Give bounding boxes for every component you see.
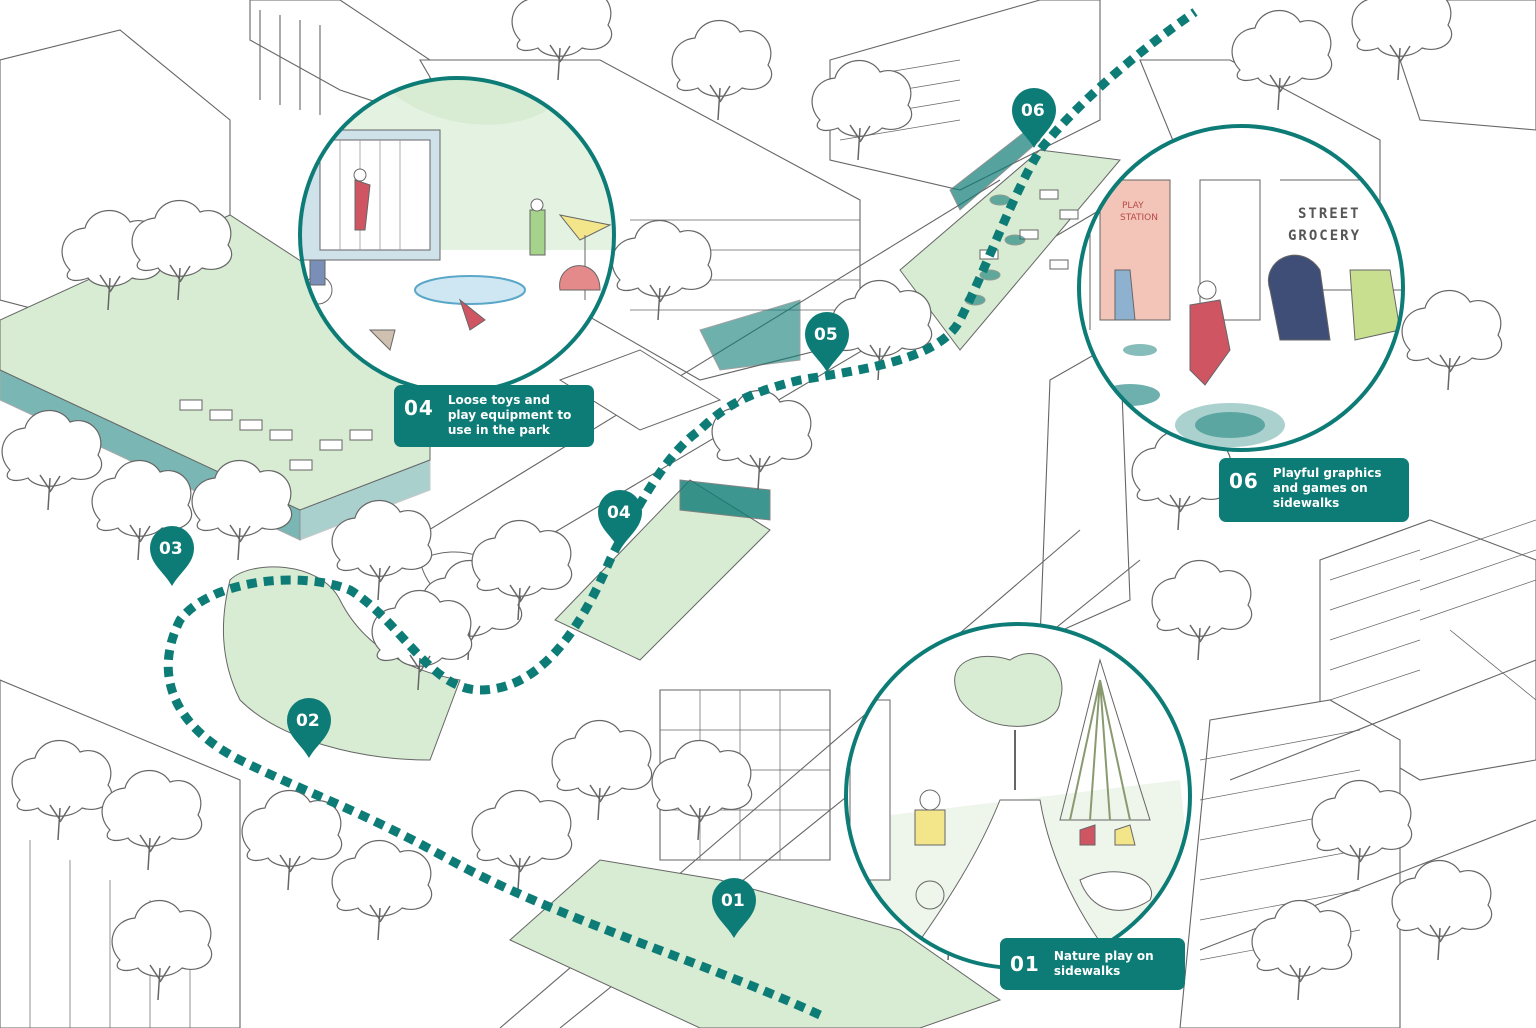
pin-06-label: 06	[1021, 101, 1045, 121]
play-station-sign-2: STATION	[1120, 213, 1158, 223]
play-route-path	[163, 8, 1198, 1020]
callout-01-number: 01	[1010, 952, 1040, 976]
pin-03: 03	[150, 526, 194, 586]
pin-01-label: 01	[721, 891, 745, 911]
callout-01-text: Nature play on sidewalks	[1053, 949, 1154, 978]
pin-02-label: 02	[296, 711, 320, 731]
pin-06: 06	[1012, 88, 1056, 148]
pin-04: 04	[598, 490, 642, 550]
street-sign-line-1: STREET	[1298, 206, 1361, 222]
callout-04: 04 Loose toys and play equipment to use …	[394, 385, 594, 447]
pin-05-label: 05	[814, 325, 838, 345]
pin-04-label: 04	[607, 503, 631, 523]
pin-01: 01	[712, 878, 756, 938]
callout-06: 06 Playful graphics and games on sidewal…	[1219, 458, 1409, 522]
pin-03-label: 03	[159, 539, 183, 559]
pin-02: 02	[287, 698, 331, 758]
street-sign-line-2: GROCERY	[1288, 228, 1361, 244]
zoom-circle-01	[844, 622, 1192, 970]
callout-04-text: Loose toys and play equipment to use in …	[447, 393, 572, 437]
callout-01: 01 Nature play on sidewalks	[1000, 938, 1185, 990]
callout-04-number: 04	[404, 396, 434, 420]
play-station-sign-1: PLAY	[1122, 201, 1144, 211]
pin-05: 05	[805, 312, 849, 372]
callout-06-text: Playful graphics and games on sidewalks	[1272, 466, 1382, 510]
callout-06-number: 06	[1229, 469, 1259, 493]
